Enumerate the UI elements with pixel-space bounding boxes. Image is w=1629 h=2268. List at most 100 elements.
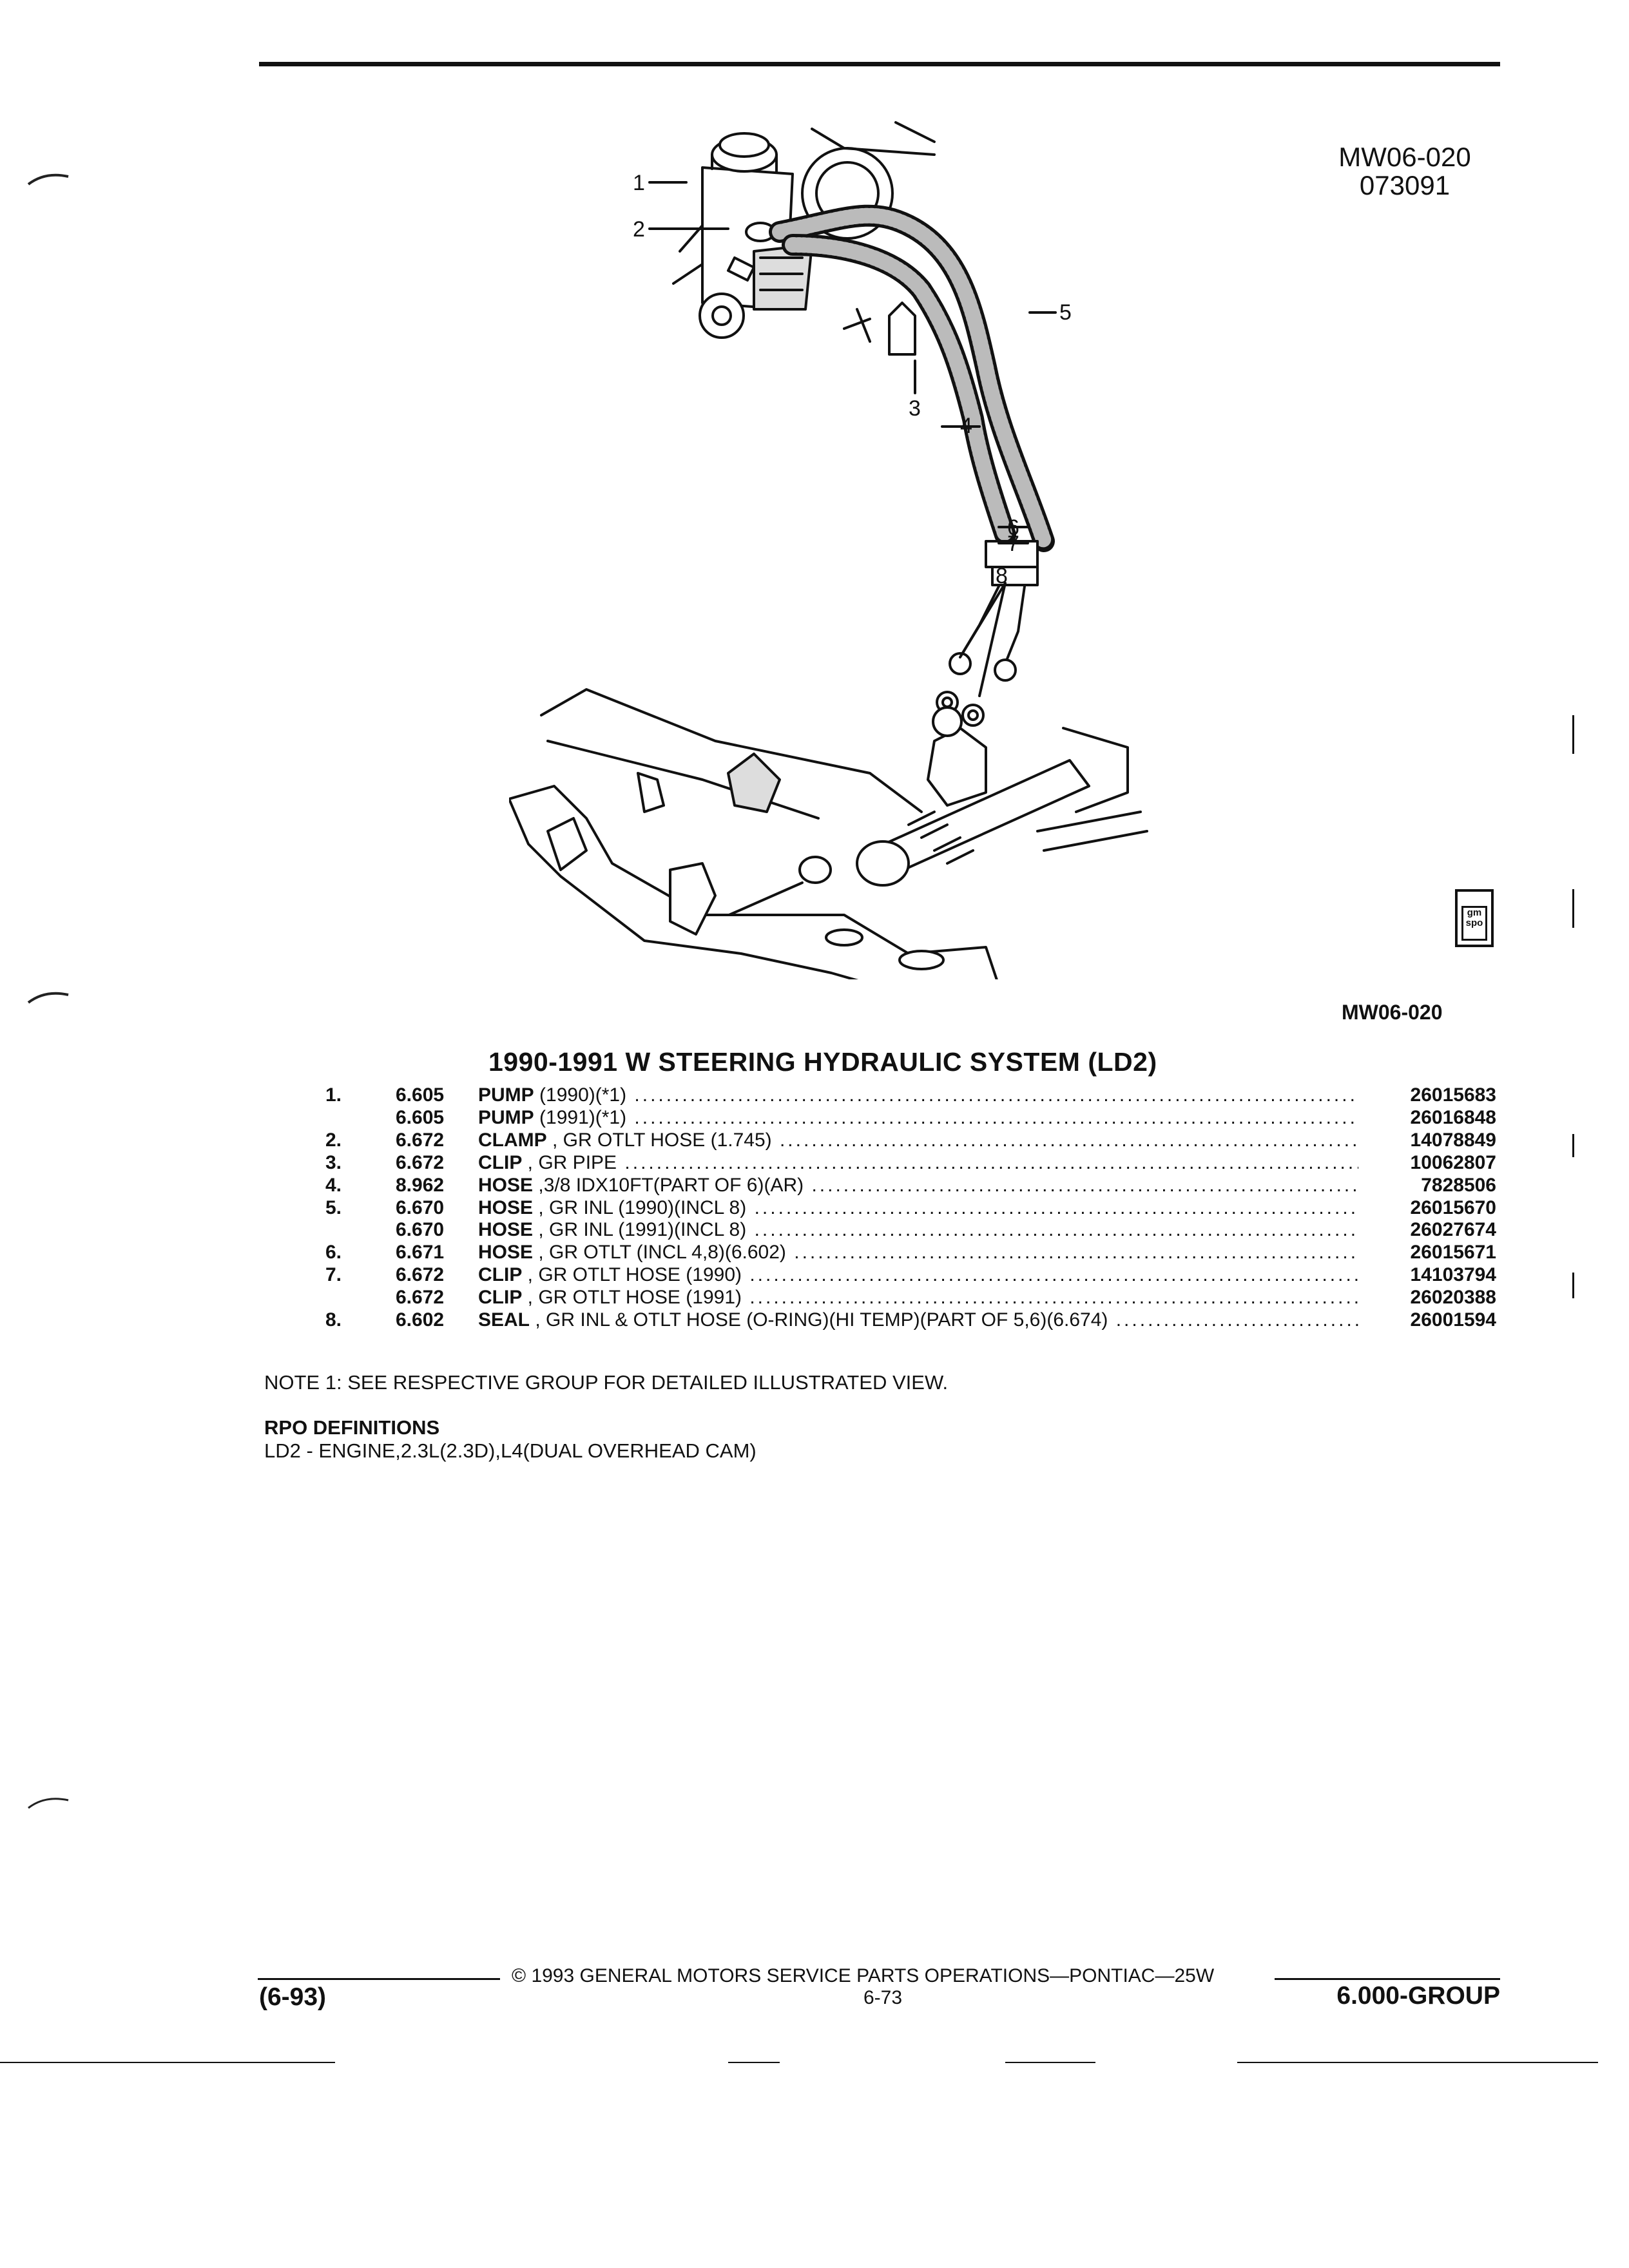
callout-1: 1	[633, 171, 645, 195]
margin-mark-2	[27, 992, 69, 1004]
right-tick-3	[1572, 1134, 1574, 1157]
part-name: SEAL	[478, 1309, 530, 1331]
part-detail: , GR OTLT HOSE (1990)	[522, 1264, 742, 1286]
part-description: PUMP (1990)(*1) ........................…	[478, 1084, 1358, 1106]
part-description: CLIP , GR OTLT HOSE (1991) .............…	[478, 1287, 1358, 1309]
part-name: PUMP	[478, 1084, 534, 1106]
hoses	[769, 204, 1055, 552]
leader-dots: ........................................…	[1115, 1309, 1358, 1331]
callout-5: 5	[1059, 300, 1072, 325]
part-number: 14103794	[1410, 1264, 1496, 1286]
parts-row: 6.670 HOSE , GR INL (1991)(INCL 8) ......…	[0, 1219, 1629, 1241]
illustration-code: MW06-020	[1338, 142, 1471, 172]
item-number: 3.	[325, 1151, 342, 1173]
item-number: 4.	[325, 1174, 342, 1196]
clip-part	[888, 302, 916, 356]
callout-8: 8	[996, 564, 1008, 588]
item-number: 2.	[325, 1129, 342, 1151]
item-number: 1.	[325, 1084, 342, 1106]
footer-date: (6-93)	[259, 1983, 327, 2011]
callout-3: 3	[909, 396, 921, 421]
group-number: 8.962	[396, 1174, 445, 1196]
right-tick-2	[1572, 889, 1574, 928]
leader-dots: ........................................…	[754, 1196, 1358, 1218]
part-detail: , GR PIPE	[522, 1151, 617, 1173]
part-name: HOSE	[478, 1219, 534, 1241]
leader-dots: ........................................…	[749, 1287, 1358, 1309]
note-1: NOTE 1: SEE RESPECTIVE GROUP FOR DETAILE…	[264, 1371, 949, 1394]
part-detail: , GR INL & OTLT HOSE (O-RING)(HI TEMP)(P…	[530, 1309, 1108, 1331]
rpo-heading: RPO DEFINITIONS	[264, 1416, 440, 1439]
group-number: 6.672	[396, 1151, 445, 1173]
group-number: 6.605	[396, 1084, 445, 1106]
part-number: 26027674	[1410, 1219, 1496, 1241]
group-number: 6.670	[396, 1219, 445, 1241]
part-number: 26016848	[1410, 1106, 1496, 1128]
part-number: 26001594	[1410, 1309, 1496, 1331]
part-number: 26020388	[1410, 1287, 1496, 1309]
part-description: HOSE , GR INL (1991)(INCL 8) ...........…	[478, 1219, 1358, 1241]
crossmember	[540, 688, 923, 820]
part-number: 26015671	[1410, 1242, 1496, 1264]
part-detail: , GR OTLT HOSE (1.745)	[546, 1129, 772, 1151]
callout-4: 4	[960, 414, 972, 438]
footer-group: 6.000-GROUP	[1336, 1982, 1500, 2010]
leader-dots: ........................................…	[624, 1151, 1358, 1173]
section-title: 1990-1991 W STEERING HYDRAULIC SYSTEM (L…	[488, 1047, 1157, 1077]
part-description: SEAL , GR INL & OTLT HOSE (O-RING)(HI TE…	[478, 1309, 1358, 1331]
part-number: 7828506	[1421, 1174, 1496, 1196]
part-detail: , GR OTLT (INCL 4,8)(6.602)	[533, 1242, 786, 1264]
part-name: CLIP	[478, 1151, 523, 1173]
part-name: CLIP	[478, 1287, 523, 1309]
part-number: 26015683	[1410, 1084, 1496, 1106]
margin-mark-3	[28, 1798, 69, 1809]
leader-dots: ........................................…	[634, 1106, 1358, 1128]
margin-mark-1	[27, 173, 69, 186]
leader-dots: ........................................…	[754, 1219, 1358, 1241]
group-number: 6.671	[396, 1242, 445, 1264]
part-detail: , GR OTLT HOSE (1991)	[522, 1287, 742, 1309]
part-description: HOSE , GR OTLT (INCL 4,8)(6.602) .......…	[478, 1242, 1358, 1264]
callout-6: 6	[1007, 515, 1019, 540]
bottom-line-3	[1005, 2062, 1095, 2063]
part-detail: , GR INL (1990)(INCL 8)	[533, 1196, 747, 1218]
item-number: 5.	[325, 1196, 342, 1218]
bottom-line-4	[1237, 2062, 1598, 2063]
steering-hydraulic-diagram: 1 2 3 4 5 6 7 8	[509, 121, 1148, 979]
right-tick-1	[1572, 715, 1574, 754]
part-description: CLIP , GR PIPE .........................…	[478, 1152, 1358, 1174]
part-detail: , GR INL (1991)(INCL 8)	[533, 1219, 747, 1241]
part-description: HOSE ,3/8 IDX10FT(PART OF 6)(AR) .......…	[478, 1175, 1358, 1196]
leader-dots: ........................................…	[794, 1242, 1358, 1264]
part-name: PUMP	[478, 1106, 534, 1128]
top-rule	[259, 62, 1500, 66]
group-number: 6.670	[396, 1196, 445, 1218]
part-description: HOSE , GR INL (1990)(INCL 8) ...........…	[478, 1197, 1358, 1219]
leader-dots: ........................................…	[634, 1084, 1358, 1106]
item-number: 7.	[325, 1264, 342, 1286]
part-detail: (1990)(*1)	[534, 1084, 627, 1106]
part-number: 10062807	[1410, 1151, 1496, 1173]
footer-rule-left	[258, 1978, 500, 1980]
part-name: CLAMP	[478, 1129, 547, 1151]
group-number: 6.605	[396, 1106, 445, 1128]
date-code: 073091	[1359, 170, 1451, 200]
parts-row: 5. 6.670 HOSE , GR INL (1990)(INCL 8) ....…	[0, 1197, 1629, 1219]
gm-spo-logo-text: gm spo	[1461, 906, 1487, 941]
parts-row: 1. 6.605 PUMP (1990)(*1) .................…	[0, 1084, 1629, 1106]
part-name: HOSE	[478, 1242, 534, 1264]
part-name: CLIP	[478, 1264, 523, 1286]
part-description: CLIP , GR OTLT HOSE (1990) .............…	[478, 1264, 1358, 1286]
rpo-ld2-definition: LD2 - ENGINE,2.3L(2.3D),L4(DUAL OVERHEAD…	[264, 1439, 757, 1462]
footer-copyright: © 1993 GENERAL MOTORS SERVICE PARTS OPER…	[512, 1965, 1215, 1986]
group-number: 6.672	[396, 1129, 445, 1151]
right-tick-4	[1572, 1273, 1574, 1298]
group-number: 6.602	[396, 1309, 445, 1331]
footer-page-number: 6-73	[863, 1987, 903, 2008]
part-detail: (1991)(*1)	[534, 1106, 627, 1128]
part-number: 14078849	[1410, 1129, 1496, 1151]
